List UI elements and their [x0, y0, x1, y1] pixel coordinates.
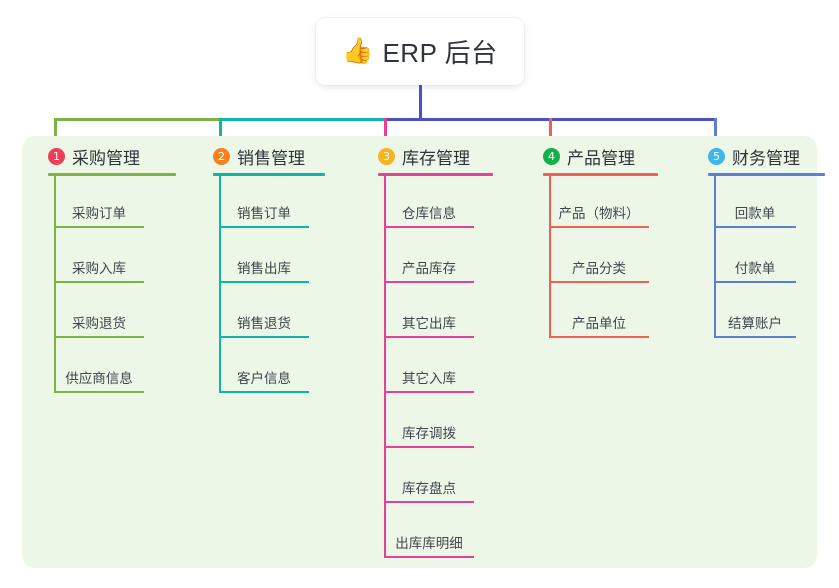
module-column-2: 2 销售管理销售订单销售出库销售退货客户信息 — [197, 136, 362, 393]
root-drop-line — [419, 85, 422, 121]
column-header-3[interactable]: 3 库存管理 — [362, 136, 527, 176]
module-column-3: 3 库存管理仓库信息产品库存其它出库其它入库库存调拨库存盘点出库库明细 — [362, 136, 527, 558]
module-item-underline — [384, 226, 474, 228]
module-item-underline — [54, 391, 144, 393]
root-title-inner: 👍 ERP 后台 — [342, 33, 497, 70]
column-trunk-4 — [549, 176, 551, 336]
column-title-5: 财务管理 — [732, 148, 800, 168]
module-item-underline — [219, 336, 309, 338]
module-item-underline — [384, 501, 474, 503]
column-trunk-5 — [714, 176, 716, 336]
root-title-label: ERP 后台 — [382, 38, 498, 68]
module-item-label: 产品（物料） — [558, 206, 640, 221]
module-item-underline — [384, 281, 474, 283]
column-badge-4: 4 — [543, 147, 560, 165]
module-item-underline — [384, 446, 474, 448]
module-item-label: 回款单 — [734, 206, 776, 221]
module-item-label: 库存盘点 — [402, 481, 456, 496]
column-underline-1 — [48, 173, 176, 176]
module-item-label: 仓库信息 — [402, 206, 456, 221]
module-item-label: 采购退货 — [72, 316, 126, 331]
module-item-label: 结算账户 — [728, 316, 782, 331]
column-header-2[interactable]: 2 销售管理 — [197, 136, 362, 176]
module-item-underline — [54, 281, 144, 283]
module-item-underline — [384, 556, 474, 558]
module-item-underline — [549, 226, 649, 228]
column-header-4[interactable]: 4 产品管理 — [527, 136, 692, 176]
module-column-4: 4 产品管理产品（物料） 产品分类产品单位 — [527, 136, 692, 338]
thumbs-up-icon: 👍 — [342, 37, 374, 65]
column-title-2: 销售管理 — [237, 148, 305, 168]
module-item-underline — [384, 391, 474, 393]
module-item-label: 销售订单 — [237, 206, 291, 221]
column-trunk-1 — [54, 176, 56, 391]
module-item-label: 其它出库 — [402, 316, 456, 331]
column-trunk-2 — [219, 176, 221, 391]
module-item-label: 出库库明细 — [395, 536, 463, 551]
column-underline-2 — [213, 173, 325, 176]
module-item-underline — [384, 336, 474, 338]
module-item-label: 付款单 — [734, 261, 776, 276]
module-item-underline — [219, 281, 309, 283]
module-column-5: 5 财务管理回款单付款单结算账户 — [692, 136, 839, 338]
module-item-underline — [549, 281, 649, 283]
module-item-label: 产品分类 — [572, 261, 626, 276]
column-badge-1: 1 — [48, 147, 65, 165]
column-underline-3 — [378, 173, 493, 176]
module-item-underline — [714, 281, 796, 283]
module-item-label: 产品库存 — [402, 261, 456, 276]
column-underline-5 — [708, 173, 825, 176]
column-trunk-3 — [384, 176, 386, 556]
module-item-underline — [549, 336, 649, 338]
module-item-label: 采购入库 — [72, 261, 126, 276]
bus-segment-2 — [219, 118, 384, 121]
column-title-3: 库存管理 — [402, 148, 470, 168]
module-item-underline — [714, 336, 796, 338]
column-badge-3: 3 — [378, 147, 395, 165]
root-title-card[interactable]: 👍 ERP 后台 — [316, 18, 524, 85]
module-column-1: 1 采购管理采购订单采购入库采购退货供应商信息 — [32, 136, 197, 393]
column-badge-5: 5 — [708, 147, 725, 165]
module-item-label: 库存调拨 — [402, 426, 456, 441]
module-item-underline — [54, 226, 144, 228]
module-item-underline — [219, 226, 309, 228]
module-item-label: 销售退货 — [237, 316, 291, 331]
module-item-underline — [54, 336, 144, 338]
column-header-1[interactable]: 1 采购管理 — [32, 136, 197, 176]
column-badge-2: 2 — [213, 147, 230, 165]
module-item-label: 其它入库 — [402, 371, 456, 386]
module-item-label: 供应商信息 — [65, 371, 133, 386]
modules-panel: 1 采购管理采购订单采购入库采购退货供应商信息 2 销售管理销售订单销售出库销售退货客… — [22, 136, 825, 568]
column-underline-4 — [543, 173, 658, 176]
module-item-underline — [714, 226, 796, 228]
module-item-label: 采购订单 — [72, 206, 126, 221]
module-item-label: 销售出库 — [237, 261, 291, 276]
module-item-underline — [219, 391, 309, 393]
module-item-label: 客户信息 — [237, 371, 291, 386]
column-header-5[interactable]: 5 财务管理 — [692, 136, 839, 176]
bus-segment-1 — [54, 118, 219, 121]
module-item-label: 产品单位 — [572, 316, 626, 331]
column-title-1: 采购管理 — [72, 148, 140, 168]
column-title-4: 产品管理 — [567, 148, 635, 168]
